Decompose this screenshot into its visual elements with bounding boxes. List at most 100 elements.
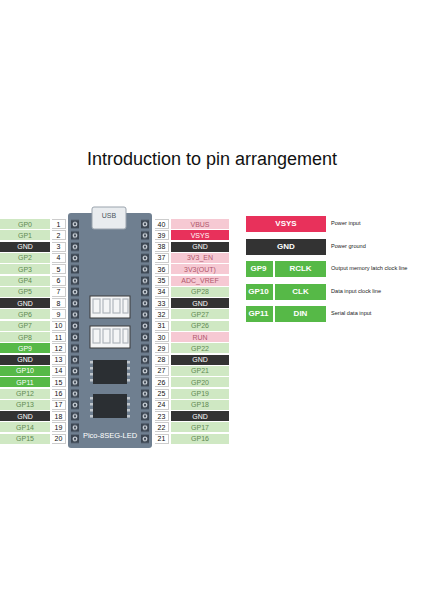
pin-label: GP18 bbox=[171, 400, 229, 410]
pin-label: GP27 bbox=[171, 309, 229, 319]
legend-text: Serial data input bbox=[331, 306, 422, 322]
pin-number: 29 bbox=[155, 343, 169, 353]
pin-label: GND bbox=[0, 355, 50, 365]
pin-number: 22 bbox=[155, 422, 169, 432]
pin-number: 27 bbox=[155, 366, 169, 376]
pin-number: 9 bbox=[52, 309, 66, 319]
pin-number: 24 bbox=[155, 400, 169, 410]
pin-label: GP9 bbox=[0, 343, 50, 353]
pin-number: 31 bbox=[155, 321, 169, 331]
pin-label: GND bbox=[171, 355, 229, 365]
pin-number: 34 bbox=[155, 287, 169, 297]
pin-number: 33 bbox=[155, 298, 169, 308]
usb-connector bbox=[92, 207, 126, 229]
pin-label: GP2 bbox=[0, 253, 50, 263]
signal-name: CLK bbox=[273, 284, 326, 300]
legend-text: Power input bbox=[331, 216, 422, 232]
pin-number: 32 bbox=[155, 309, 169, 319]
signal-name: DIN bbox=[273, 306, 326, 322]
shift-register-chip bbox=[93, 394, 127, 418]
pin-number: 25 bbox=[155, 389, 169, 399]
pin-label: GP21 bbox=[171, 366, 229, 376]
signal-name: RCLK bbox=[273, 261, 326, 277]
pin-number: 40 bbox=[155, 219, 169, 229]
pin-label: GP7 bbox=[0, 321, 50, 331]
pin-label: GP8 bbox=[0, 332, 50, 342]
pin-label: GP22 bbox=[171, 343, 229, 353]
pin-label: GP14 bbox=[0, 422, 50, 432]
pin-label: GND bbox=[171, 298, 229, 308]
pin-label: GP17 bbox=[171, 422, 229, 432]
led-display bbox=[90, 296, 130, 318]
pin-label: GP12 bbox=[0, 389, 50, 399]
pin-label: GP20 bbox=[171, 377, 229, 387]
page-title: Introduction to pin arrangement bbox=[0, 146, 424, 172]
pin-number: 1 bbox=[52, 219, 66, 229]
pin-number: 30 bbox=[155, 332, 169, 342]
pin-label: GP26 bbox=[171, 321, 229, 331]
pin-label: VSYS bbox=[171, 230, 229, 240]
pin-number: 16 bbox=[52, 389, 66, 399]
pin-label: 3V3_EN bbox=[171, 253, 229, 263]
pin-number: 11 bbox=[52, 332, 66, 342]
pin-header bbox=[70, 219, 80, 445]
pin-number: 8 bbox=[52, 298, 66, 308]
pin-number: 12 bbox=[52, 343, 66, 353]
led-display bbox=[90, 326, 130, 348]
pin-number: 3 bbox=[52, 242, 66, 252]
pin-number: 13 bbox=[52, 355, 66, 365]
pin-number: 20 bbox=[52, 434, 66, 444]
pin-label: GP11 bbox=[0, 377, 50, 387]
pin-label: GND bbox=[0, 411, 50, 421]
pin-number: 17 bbox=[52, 400, 66, 410]
pin-label: VBUS bbox=[171, 219, 229, 229]
pin-label: ADC_VREF bbox=[171, 276, 229, 286]
pin-number: 39 bbox=[155, 230, 169, 240]
legend-text: Power ground bbox=[331, 239, 422, 255]
pin-label: GP15 bbox=[0, 434, 50, 444]
signal-name: GP9 bbox=[246, 261, 271, 277]
usb-label: USB bbox=[92, 210, 126, 220]
pin-number: 10 bbox=[52, 321, 66, 331]
pin-number: 35 bbox=[155, 276, 169, 286]
pin-number: 21 bbox=[155, 434, 169, 444]
pin-label: RUN bbox=[171, 332, 229, 342]
signal-name: VSYS bbox=[246, 216, 326, 232]
pin-label: GP1 bbox=[0, 230, 50, 240]
pin-label: GP13 bbox=[0, 400, 50, 410]
signal-name: GND bbox=[246, 239, 326, 255]
pin-number: 23 bbox=[155, 411, 169, 421]
pin-label: GP19 bbox=[171, 389, 229, 399]
pin-label: GP0 bbox=[0, 219, 50, 229]
pin-number: 28 bbox=[155, 355, 169, 365]
pcb-board bbox=[68, 213, 152, 448]
pin-number: 18 bbox=[52, 411, 66, 421]
pin-label: GP10 bbox=[0, 366, 50, 376]
pin-number: 5 bbox=[52, 264, 66, 274]
shift-register-chip bbox=[93, 360, 127, 384]
pin-number: 14 bbox=[52, 366, 66, 376]
pin-number: 38 bbox=[155, 242, 169, 252]
pin-label: GP28 bbox=[171, 287, 229, 297]
pin-label: GP4 bbox=[0, 276, 50, 286]
pin-number: 37 bbox=[155, 253, 169, 263]
pin-number: 36 bbox=[155, 264, 169, 274]
pin-label: GND bbox=[171, 242, 229, 252]
signal-name: GP10 bbox=[246, 284, 271, 300]
pin-label: 3V3(OUT) bbox=[171, 264, 229, 274]
segment-digits bbox=[93, 299, 128, 313]
pin-number: 15 bbox=[52, 377, 66, 387]
segment-digits bbox=[93, 329, 128, 343]
pin-label: GP16 bbox=[171, 434, 229, 444]
pin-number: 7 bbox=[52, 287, 66, 297]
pin-label: GND bbox=[0, 242, 50, 252]
pin-number: 26 bbox=[155, 377, 169, 387]
pin-label: GP3 bbox=[0, 264, 50, 274]
signal-name: GP11 bbox=[246, 306, 271, 322]
pin-number: 4 bbox=[52, 253, 66, 263]
pin-label: GND bbox=[0, 298, 50, 308]
legend-text: Data input clock line bbox=[331, 284, 422, 300]
legend-text: Output memory latch clock line bbox=[331, 261, 422, 277]
board-name: Pico-8SEG-LED bbox=[70, 430, 150, 442]
